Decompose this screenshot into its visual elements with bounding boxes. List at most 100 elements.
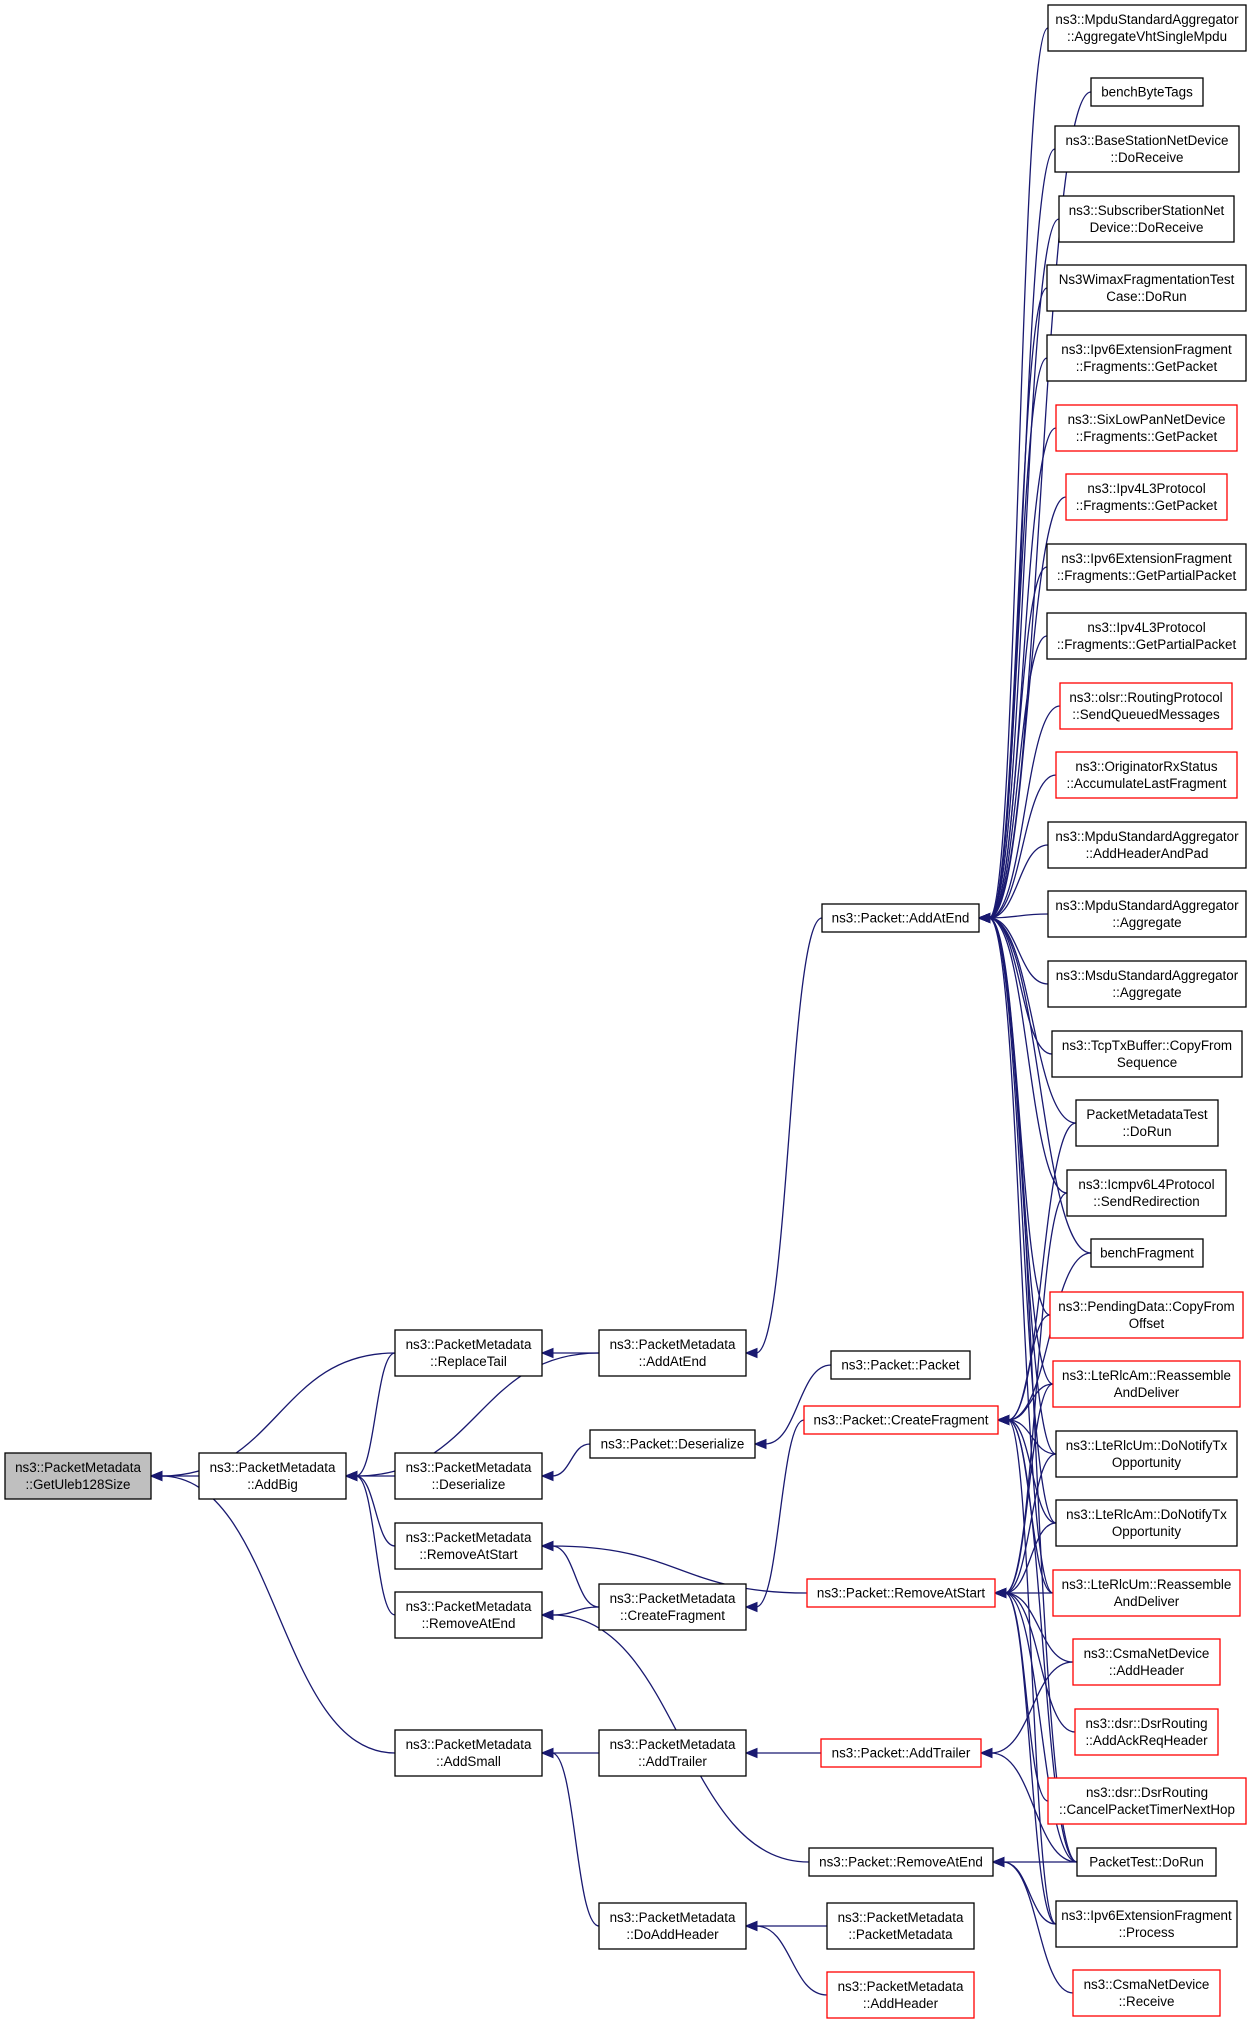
call-edge (1007, 1314, 1051, 1421)
graph-node[interactable]: ns3::PacketMetadata::ReplaceTail (394, 1329, 543, 1377)
call-edge (1004, 1592, 1076, 1733)
call-edge (988, 774, 1057, 919)
node-box (1065, 473, 1228, 521)
node-label: ::PacketMetadata (848, 1927, 953, 1942)
graph-node[interactable]: ns3::Packet::CreateFragment (803, 1405, 999, 1435)
graph-node[interactable]: ns3::CsmaNetDevice::AddHeader (1072, 1638, 1221, 1686)
node-label: ns3::MpduStandardAggregator (1055, 898, 1239, 913)
node-label: ::AggregateVhtSingleMpdu (1067, 29, 1227, 44)
call-edge (988, 917, 1051, 1316)
node-box (1046, 334, 1247, 382)
node-label: ns3::TcpTxBuffer::CopyFrom (1062, 1038, 1232, 1053)
node-label: ::DoRun (1122, 1124, 1171, 1139)
node-label: ns3::PacketMetadata (406, 1530, 532, 1545)
graph-node[interactable]: ns3::Ipv4L3Protocol::Fragments::GetPacke… (1065, 473, 1228, 521)
call-edge (1004, 1592, 1078, 1863)
graph-node[interactable]: ns3::PacketMetadata::AddBig (198, 1452, 347, 1500)
graph-node[interactable]: ns3::OriginatorRxStatus::AccumulateLastF… (1055, 751, 1238, 799)
node-box (1072, 1969, 1221, 2017)
graph-node[interactable]: PacketMetadataTest::DoRun (1075, 1099, 1219, 1147)
node-box (394, 1591, 543, 1639)
graph-node[interactable]: ns3::Icmpv6L4Protocol::SendRedirection (1066, 1169, 1227, 1217)
node-label: ns3::PacketMetadata (406, 1599, 532, 1614)
node-label: ns3::PacketMetadata (15, 1460, 141, 1475)
call-edge (988, 27, 1049, 919)
node-label: ns3::LteRlcUm::Reassemble (1062, 1577, 1232, 1592)
call-edge (1004, 1522, 1057, 1594)
arrowhead (977, 912, 991, 924)
node-box (1090, 77, 1204, 107)
graph-node[interactable]: ns3::PacketMetadata::RemoveAtStart (394, 1522, 543, 1570)
node-label: ns3::LteRlcAm::DoNotifyTx (1066, 1507, 1227, 1522)
node-label: ns3::Packet::AddAtEnd (832, 911, 970, 926)
graph-node[interactable]: ns3::CsmaNetDevice::Receive (1072, 1969, 1221, 2017)
graph-node[interactable]: ns3::PacketMetadata::AddTrailer (598, 1729, 747, 1777)
call-edge (755, 1419, 805, 1608)
graph-node[interactable]: ns3::SubscriberStationNetDevice::DoRecei… (1058, 195, 1235, 243)
node-label: ns3::MpduStandardAggregator (1055, 12, 1239, 27)
node-label: ns3::LteRlcUm::DoNotifyTx (1066, 1438, 1228, 1453)
call-edge (1002, 1861, 1057, 1925)
graph-node[interactable]: ns3::Ipv6ExtensionFragment::Fragments::G… (1046, 543, 1247, 591)
graph-node[interactable]: ns3::Packet::AddAtEnd (821, 903, 980, 933)
graph-node[interactable]: ns3::PacketMetadata::DoAddHeader (598, 1902, 747, 1950)
node-label: ::CancelPacketTimerNextHop (1059, 1802, 1235, 1817)
graph-node[interactable]: ns3::Packet::Deserialize (589, 1429, 756, 1459)
graph-node[interactable]: ns3::Packet::AddTrailer (820, 1738, 982, 1768)
graph-node[interactable]: ns3::SixLowPanNetDevice::Fragments::GetP… (1055, 404, 1238, 452)
graph-node[interactable]: ns3::Ipv4L3Protocol::Fragments::GetParti… (1046, 612, 1247, 660)
node-box (1047, 960, 1247, 1008)
graph-node[interactable]: ns3::Packet::Packet (830, 1350, 971, 1380)
arrowhead (540, 1609, 554, 1621)
graph-node[interactable]: benchByteTags (1090, 77, 1204, 107)
node-label: ::Fragments::GetPartialPacket (1057, 637, 1237, 652)
node-label: ns3::Packet::RemoveAtEnd (819, 1855, 983, 1870)
graph-node[interactable]: ns3::PacketMetadata::AddAtEnd (598, 1329, 747, 1377)
call-edge (1004, 1592, 1074, 1663)
call-edge (988, 917, 1092, 1254)
node-label: ns3::Ipv4L3Protocol (1087, 481, 1205, 496)
graph-node[interactable]: ns3::dsr::DsrRouting::AddAckReqHeader (1074, 1708, 1219, 1756)
call-edge (990, 1752, 1078, 1863)
call-edge (764, 1364, 832, 1445)
graph-node[interactable]: ns3::Ipv6ExtensionFragment::Process (1055, 1900, 1238, 1948)
graph-node[interactable]: benchFragment (1090, 1238, 1204, 1268)
graph-node[interactable]: ns3::BaseStationNetDevice::DoReceive (1054, 125, 1240, 173)
graph-node[interactable]: ns3::Packet::RemoveAtEnd (808, 1847, 994, 1877)
graph-node[interactable]: PacketTest::DoRun (1076, 1847, 1217, 1877)
call-edge (988, 705, 1061, 919)
graph-node[interactable]: ns3::PacketMetadata::Deserialize (394, 1452, 543, 1500)
graph-node[interactable]: ns3::PacketMetadata::AddHeader (826, 1971, 975, 2019)
call-edge (988, 496, 1067, 919)
graph-node[interactable]: ns3::PacketMetadata::AddSmall (394, 1729, 543, 1777)
graph-node[interactable]: ns3::PacketMetadata::CreateFragment (598, 1583, 747, 1631)
node-label: ns3::PacketMetadata (610, 1591, 736, 1606)
node-box (1049, 1291, 1244, 1339)
node-label: ::Fragments::GetPartialPacket (1057, 568, 1237, 583)
graph-node[interactable]: ns3::Ipv6ExtensionFragment::Fragments::G… (1046, 334, 1247, 382)
graph-node[interactable]: ns3::PacketMetadata::GetUleb128Size (4, 1452, 152, 1500)
graph-node[interactable]: ns3::MpduStandardAggregator::Aggregate (1047, 890, 1247, 938)
graph-node[interactable]: ns3::PacketMetadata::RemoveAtEnd (394, 1591, 543, 1639)
graph-node[interactable]: ns3::MpduStandardAggregator::AddHeaderAn… (1047, 821, 1247, 869)
node-label: ::AddHeader (1109, 1663, 1185, 1678)
call-edge (1004, 1453, 1057, 1594)
graph-node[interactable]: ns3::dsr::DsrRouting::CancelPacketTimerN… (1047, 1777, 1247, 1825)
graph-node[interactable]: ns3::Packet::RemoveAtStart (806, 1578, 996, 1608)
graph-node[interactable]: ns3::MsduStandardAggregator::Aggregate (1047, 960, 1247, 1008)
call-edge (988, 635, 1048, 919)
node-box (803, 1405, 999, 1435)
edge-layer (149, 27, 1092, 1996)
call-edge (355, 1475, 396, 1616)
graph-node[interactable]: ns3::olsr::RoutingProtocol::SendQueuedMe… (1059, 682, 1233, 730)
graph-node[interactable]: ns3::PacketMetadata::PacketMetadata (826, 1902, 975, 1950)
arrowhead (744, 1747, 758, 1759)
graph-node[interactable]: ns3::MpduStandardAggregator::AggregateVh… (1047, 4, 1247, 52)
